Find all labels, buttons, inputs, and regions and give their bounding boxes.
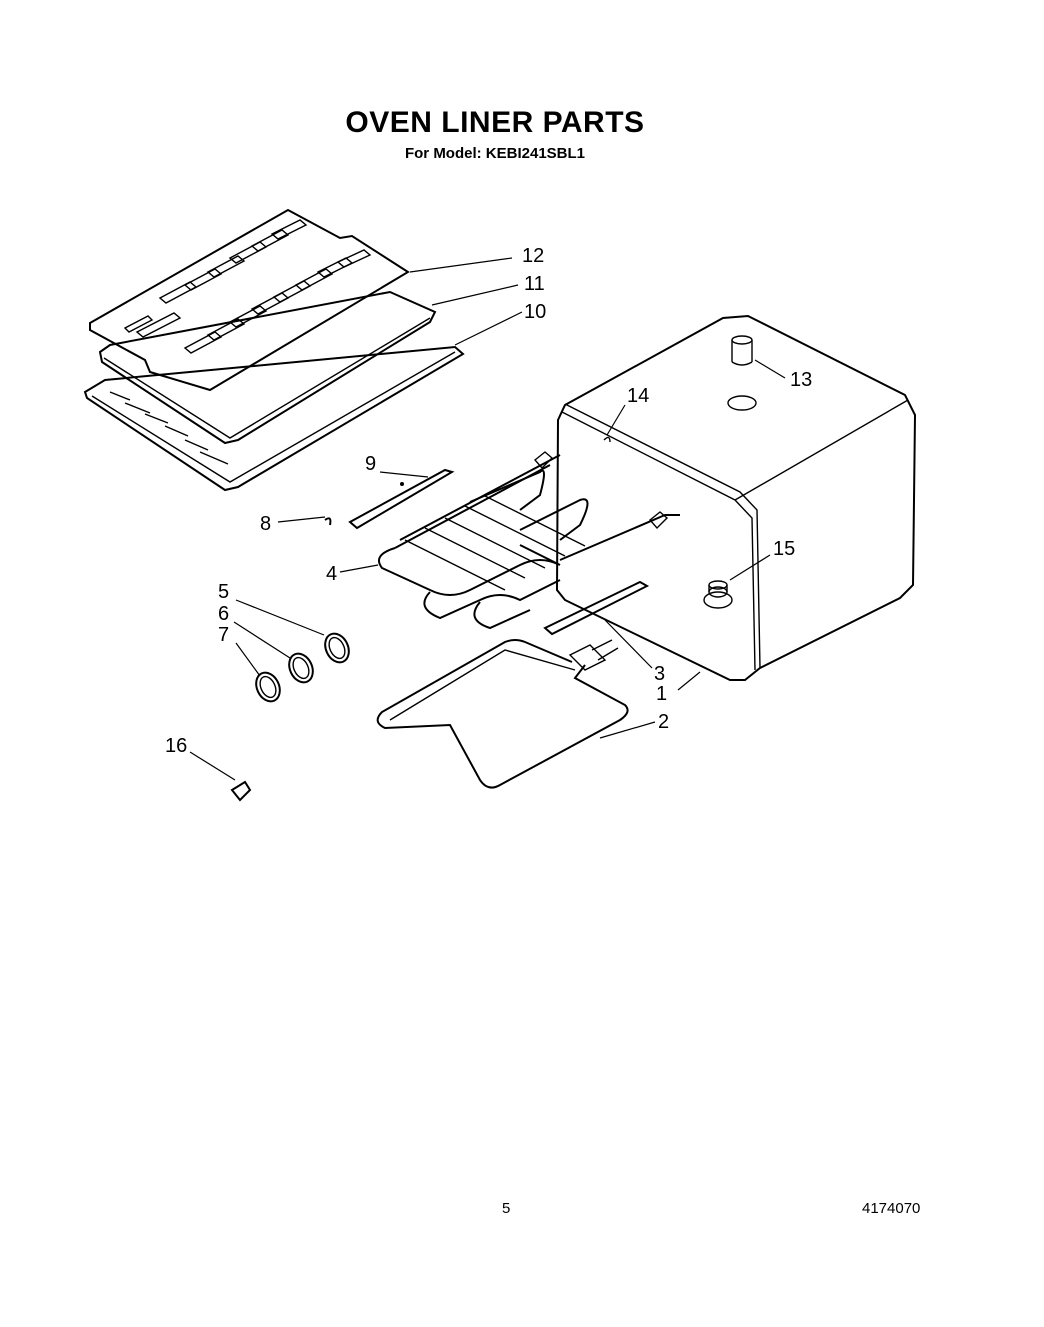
clip <box>230 780 252 802</box>
callout-6: 6 <box>218 603 229 625</box>
callout-4: 4 <box>326 563 337 585</box>
broil-element <box>378 451 680 630</box>
callout-15: 15 <box>773 538 795 560</box>
callout-3: 3 <box>654 663 665 685</box>
oven-liner <box>555 314 917 681</box>
page-number: 5 <box>502 1200 511 1217</box>
callout-labels: 12 11 10 13 14 15 9 8 4 5 6 7 3 1 2 16 <box>165 245 812 757</box>
vent-tube <box>727 335 757 411</box>
callout-12: 12 <box>522 245 544 267</box>
callout-5: 5 <box>218 581 229 603</box>
model-subtitle: For Model: KEBI241SBL1 <box>404 145 586 162</box>
element-bracket <box>348 468 455 530</box>
bake-element <box>376 639 629 789</box>
callout-1: 1 <box>656 683 667 705</box>
callout-11: 11 <box>524 273 545 295</box>
rings <box>255 632 350 703</box>
broiler-pan <box>98 290 437 445</box>
element-terminal <box>543 580 650 671</box>
callout-16: 16 <box>165 735 187 757</box>
element-grommet <box>703 580 733 609</box>
oven-rack <box>83 345 465 492</box>
callout-8: 8 <box>260 513 271 535</box>
callout-9: 9 <box>365 453 376 475</box>
screw <box>324 517 332 526</box>
liner-marker <box>603 436 611 443</box>
callout-10: 10 <box>524 301 546 323</box>
page-title: OVEN LINER PARTS <box>345 106 645 139</box>
callout-13: 13 <box>790 369 812 391</box>
callout-14: 14 <box>627 385 649 407</box>
broiler-insert <box>89 208 410 392</box>
document-number: 4174070 <box>862 1200 921 1217</box>
callout-2: 2 <box>658 711 669 733</box>
callout-7: 7 <box>218 624 229 646</box>
leader-lines <box>189 257 786 781</box>
